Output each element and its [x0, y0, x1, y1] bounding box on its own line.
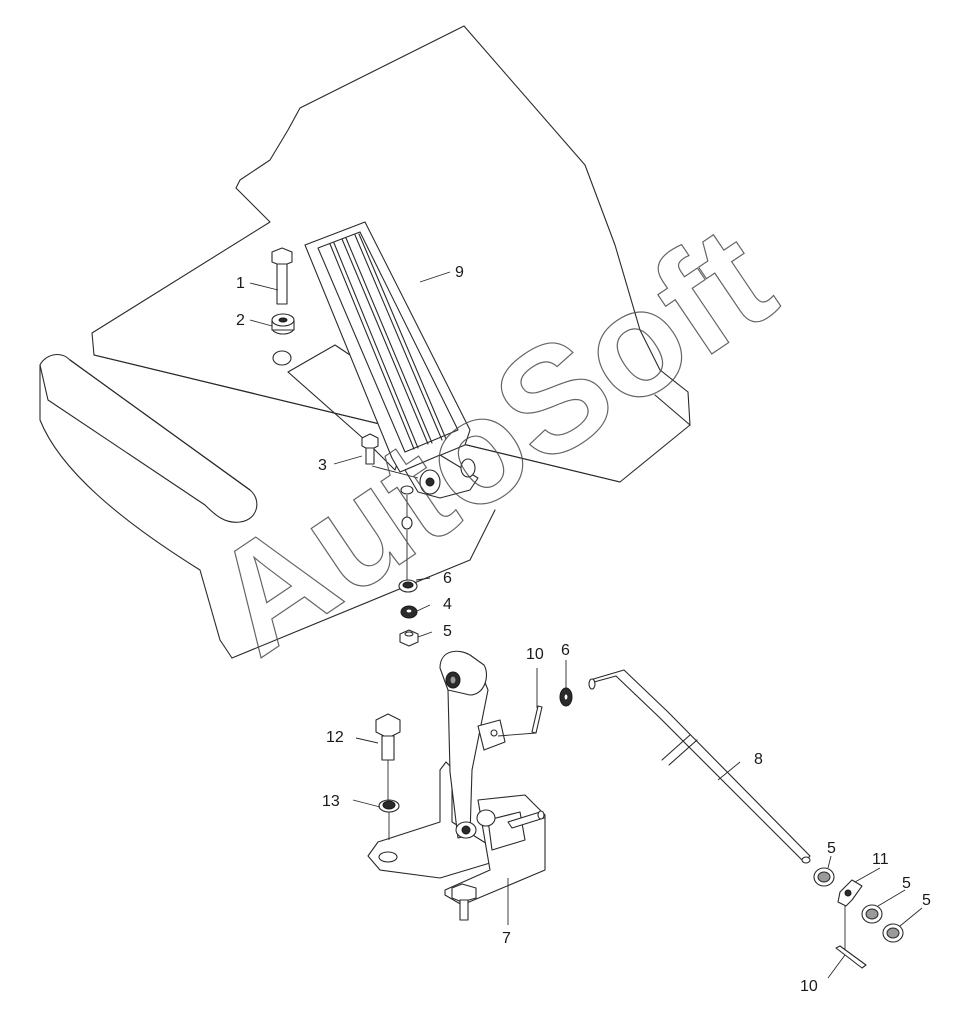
throttle-rod-8	[588, 669, 811, 864]
clevis-11	[837, 879, 863, 952]
callout-5-rod-nut-a: 5	[827, 840, 836, 857]
bolt-12	[375, 713, 401, 800]
lock-washer-4	[400, 605, 418, 619]
autosoft-watermark: AutoSoft	[182, 193, 801, 686]
washer-6-upper	[398, 579, 418, 593]
callout-8: 8	[754, 751, 763, 768]
callout-3: 3	[318, 457, 327, 474]
washer-under-spacer	[272, 350, 292, 366]
nut-5-rod-a	[813, 867, 835, 887]
callout-10-lower: 10	[800, 978, 818, 995]
callout-6-rod-washer: 6	[561, 642, 570, 659]
callout-leaders	[249, 271, 923, 979]
callout-4: 4	[443, 596, 452, 613]
nut-5-rod-b	[861, 904, 883, 924]
pivot-bolt-3	[361, 433, 419, 479]
throttle-lever-assembly-7	[367, 650, 546, 921]
callout-7: 7	[502, 930, 511, 947]
callout-1: 1	[236, 275, 245, 292]
callout-12: 12	[326, 729, 344, 746]
cotter-pin-10-lower	[835, 945, 867, 969]
callout-5-pedal-nut: 5	[443, 623, 452, 640]
cotter-pin-10-upper	[497, 705, 543, 737]
callout-2: 2	[236, 312, 245, 329]
callout-13: 13	[322, 793, 340, 810]
accelerator-pedal-9	[304, 221, 479, 499]
floor-plate	[39, 25, 691, 659]
bolt-1	[271, 247, 293, 305]
washer-13	[378, 799, 400, 840]
pedal-hardware-stack	[400, 485, 414, 580]
callout-5-rod-nut-b: 5	[902, 875, 911, 892]
callout-5-rod-nut-c: 5	[922, 892, 931, 909]
callout-10-upper: 10	[526, 646, 544, 663]
washer-6-rod	[559, 687, 573, 707]
callout-6-pedal-washer: 6	[443, 570, 452, 587]
callout-9: 9	[455, 264, 464, 281]
nut-5-upper	[399, 629, 419, 647]
callout-11: 11	[872, 851, 889, 868]
nut-5-rod-c	[882, 923, 904, 943]
spacer-2	[271, 313, 295, 335]
callout-labels: 1 2 3 4 5 5 5 5 6 6 7 8 9 10 10 11 12 13	[236, 264, 931, 995]
